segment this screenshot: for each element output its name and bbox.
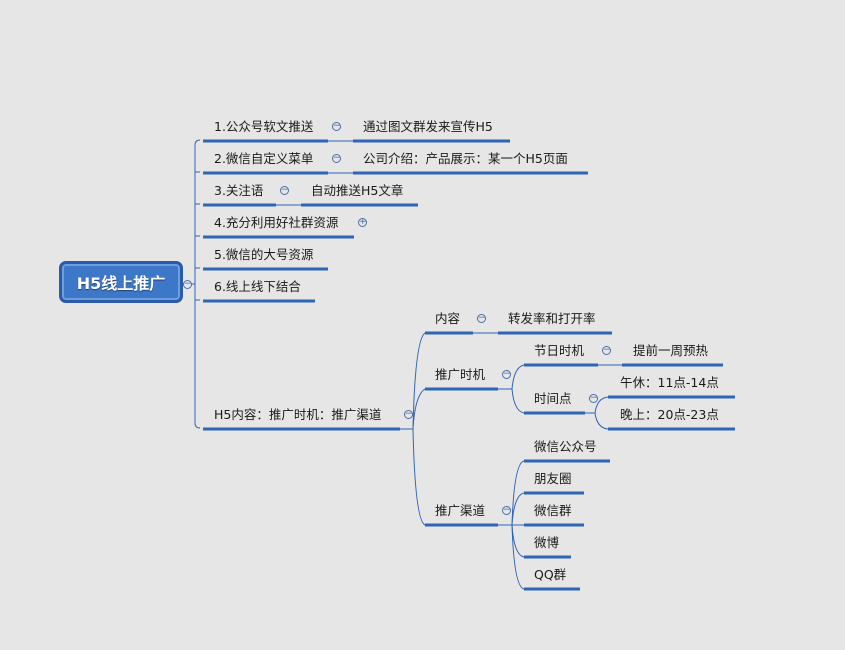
timepoint-collapse-icon[interactable]: −	[589, 393, 598, 403]
channel-node[interactable]: 微博	[534, 535, 560, 550]
branch-3-node[interactable]: 3.关注语	[214, 183, 264, 198]
branch-7-collapse-icon[interactable]: −	[404, 409, 413, 419]
branch-5-node[interactable]: 5.微信的大号资源	[214, 247, 314, 262]
root-label: H5线上推广	[76, 274, 166, 293]
branch-1-node[interactable]: 1.公众号软文推送	[214, 119, 314, 134]
channel-node[interactable]: 微信群	[534, 503, 572, 518]
branch-6-node[interactable]: 6.线上线下结合	[214, 279, 301, 294]
root-node[interactable]: H5线上推广	[59, 261, 183, 303]
branch-2-collapse-icon[interactable]: −	[332, 153, 341, 163]
branch-3-collapse-icon[interactable]: −	[280, 185, 289, 195]
holiday-node[interactable]: 节日时机	[534, 343, 585, 358]
root-collapse-icon[interactable]: −	[183, 279, 192, 289]
branch-2-child-node[interactable]: 公司介绍：产品展示：某一个H5页面	[363, 151, 568, 166]
branch-7-node[interactable]: H5内容：推广时机：推广渠道	[214, 407, 382, 422]
branch-1-child-node[interactable]: 通过图文群发来宣传H5	[363, 119, 493, 134]
timepoint-evening-node[interactable]: 晚上：20点-23点	[620, 407, 719, 422]
branch-1-collapse-icon[interactable]: −	[332, 121, 341, 131]
branch-4-expand-icon[interactable]: +	[358, 217, 367, 227]
channels-node[interactable]: 推广渠道	[435, 503, 486, 518]
channel-node[interactable]: QQ群	[534, 567, 567, 582]
content-child-node[interactable]: 转发率和打开率	[508, 311, 596, 326]
timing-node[interactable]: 推广时机	[435, 367, 486, 382]
timepoint-noon-node[interactable]: 午休：11点-14点	[620, 375, 719, 390]
holiday-collapse-icon[interactable]: −	[602, 345, 611, 355]
content-collapse-icon[interactable]: −	[477, 313, 486, 323]
content-node[interactable]: 内容	[435, 311, 461, 326]
holiday-child-node[interactable]: 提前一周预热	[633, 343, 709, 358]
channels-collapse-icon[interactable]: −	[502, 505, 511, 515]
timepoint-node[interactable]: 时间点	[534, 391, 572, 406]
branch-4-node[interactable]: 4.充分利用好社群资源	[214, 215, 339, 230]
branch-2-node[interactable]: 2.微信自定义菜单	[214, 151, 314, 166]
timing-collapse-icon[interactable]: −	[502, 369, 511, 379]
branch-3-child-node[interactable]: 自动推送H5文章	[311, 183, 404, 198]
channel-node[interactable]: 朋友圈	[534, 471, 572, 486]
channel-node[interactable]: 微信公众号	[534, 439, 597, 454]
